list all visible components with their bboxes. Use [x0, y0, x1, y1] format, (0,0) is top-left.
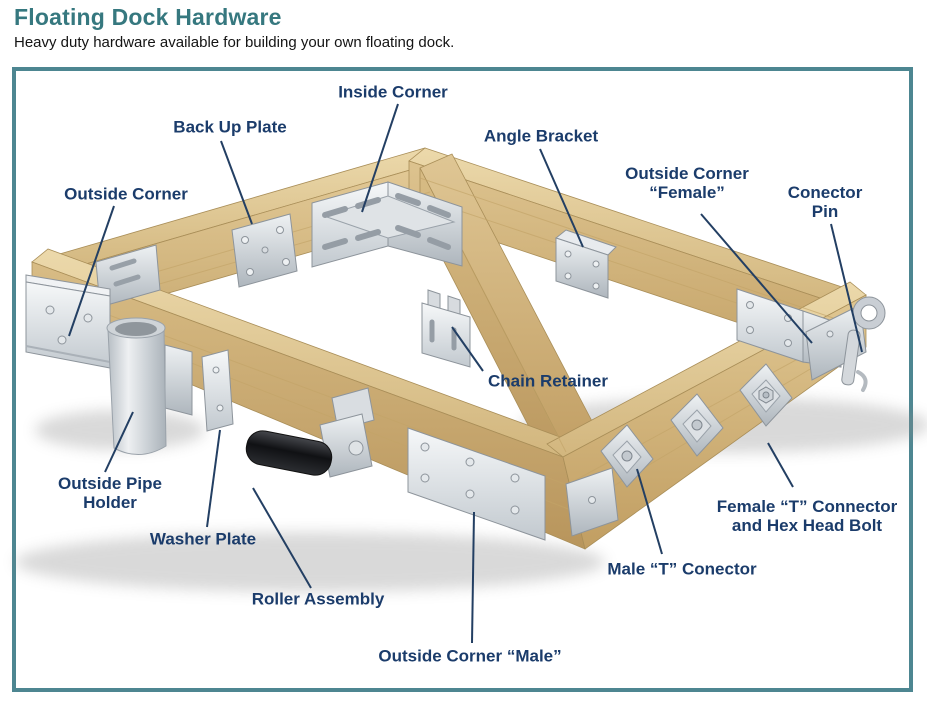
hardware-outside-pipe-holder [106, 317, 193, 455]
hardware-inside-corner [311, 181, 463, 268]
page-subtitle: Heavy duty hardware available for buildi… [14, 34, 455, 51]
label-outside-corner-male: Outside Corner “Male” [378, 646, 562, 666]
leader-lines [68, 103, 863, 644]
hardware-washer-plate [201, 349, 234, 432]
hardware-roller-assembly [245, 387, 375, 478]
hardware-outside-corner-female [736, 288, 867, 381]
hardware-left-retainer-plate [95, 244, 161, 308]
hardware-male-t-connector [600, 424, 654, 488]
label-angle-bracket: Angle Bracket [483, 126, 599, 146]
hardware-outside-corner-male [407, 427, 619, 541]
hardware-chain-retainer [421, 289, 471, 368]
label-male-t-conector: Male “T” Conector [607, 559, 757, 579]
label-outside-corner: Outside Corner [64, 184, 188, 204]
label-line: Female “T” Connector [716, 497, 898, 516]
leader-angle-bracket [539, 148, 584, 248]
label-roller-assembly: Roller Assembly [251, 589, 385, 609]
hardware-outside-corner-sleeve [25, 274, 111, 369]
label-line: Outside Corner [625, 164, 749, 183]
label-back-up-plate: Back Up Plate [173, 117, 287, 137]
leader-roller-assembly [252, 487, 312, 589]
hardware-t-connector [670, 393, 724, 457]
label-line: Conector [787, 183, 863, 202]
page-title: Floating Dock Hardware [14, 4, 282, 30]
hardware-conector-pin [841, 296, 886, 392]
label-line: and Hex Head Bolt [731, 516, 883, 535]
label-line: Pin [811, 202, 839, 221]
label-female-t-connector: Female “T” Connector and Hex Head Bolt [717, 497, 897, 535]
leader-conector-pin [830, 223, 863, 353]
leader-washer-plate [206, 429, 221, 528]
leader-chain-retainer [451, 326, 484, 372]
label-line: “Female” [649, 183, 725, 202]
hardware-back-up-plate [231, 213, 298, 288]
hardware-female-t-connector [739, 363, 793, 427]
label-washer-plate: Washer Plate [149, 529, 257, 549]
hardware-angle-bracket [554, 229, 617, 299]
label-line: Holder [83, 493, 137, 512]
leader-female-t-connector [767, 442, 794, 488]
label-inside-corner: Inside Corner [338, 82, 448, 102]
label-chain-retainer: Chain Retainer [488, 371, 608, 391]
label-outside-corner-female: Outside Corner “Female” [625, 164, 749, 202]
leader-outside-pipe-holder [104, 411, 134, 473]
leader-outside-corner [68, 205, 115, 337]
label-line: Outside Pipe [58, 474, 162, 493]
label-outside-pipe-holder: Outside Pipe Holder [58, 474, 162, 512]
leader-male-t-conector [636, 468, 663, 555]
label-conector-pin: Conector Pin [788, 183, 863, 221]
leader-inside-corner [361, 103, 399, 213]
leader-outside-corner-male [471, 511, 475, 644]
leader-outside-corner-female [700, 213, 813, 344]
leader-back-up-plate [220, 140, 253, 225]
